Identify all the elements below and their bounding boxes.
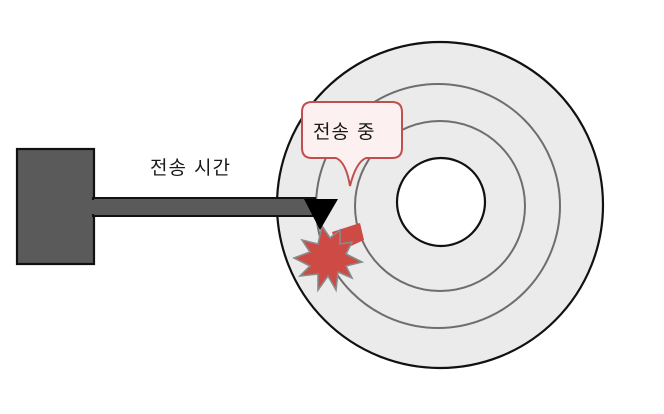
arm-rod — [92, 197, 316, 217]
transferring-label: 전송 중 — [313, 121, 376, 143]
spindle-hole — [395, 156, 487, 248]
read-write-head-icon — [304, 199, 338, 230]
transfer-time-label: 전송 시간 — [150, 157, 231, 179]
actuator-arm — [15, 147, 316, 266]
inner-track — [354, 120, 526, 292]
actuator-block — [15, 147, 96, 266]
spark-icon — [292, 223, 365, 293]
speech-bubble — [301, 101, 403, 187]
